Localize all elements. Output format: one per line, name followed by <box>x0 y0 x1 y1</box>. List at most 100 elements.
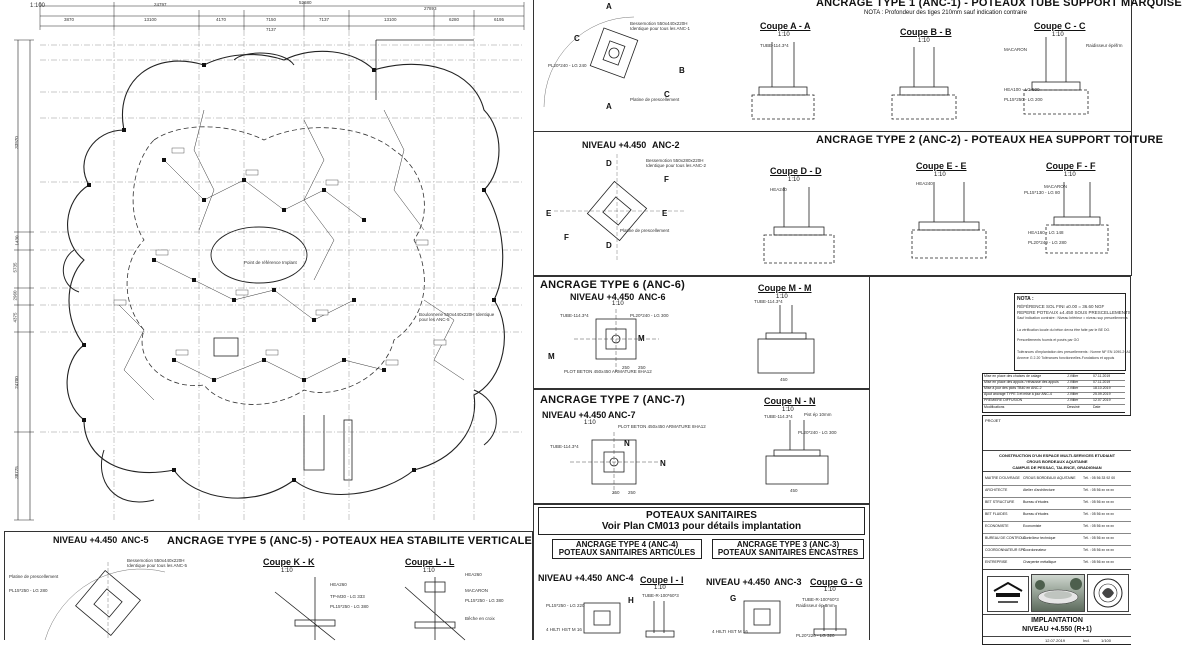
anc1-label-tube-a: TUBE-114.3*4 <box>760 43 789 48</box>
institution-seal <box>1087 574 1129 612</box>
anc2-cut-f-title: Coupe F - F <box>1046 161 1096 171</box>
ref-point-note: Point de référence Implant <box>244 260 297 265</box>
anc3-label-raid: Raidisseur ép 8mm <box>796 603 835 608</box>
anc1-cut-a-title: Coupe A - A <box>760 21 811 31</box>
cartouche-project-ref: PROJET <box>985 418 1001 423</box>
notes-box: NOTA : RÉFÉRENCE SOL FINI ±0.00 = 36.60 … <box>1014 293 1131 371</box>
revision-row: Mise en place des chaises de calage J.Vi… <box>983 374 1125 381</box>
party-role: ENTREPRISE <box>985 560 1008 564</box>
anc7-label-plot: PLOT BETON 450x450 ARMATURE 8HA12 <box>618 424 706 429</box>
anc1-cut-a-scale: 1:10 <box>778 32 790 38</box>
revision-date: 18.10.2019 <box>1093 386 1111 390</box>
anc7-label-tube-b: TUBE-114.3*4 <box>764 414 793 419</box>
anc5-label-8: MACARON <box>465 588 489 593</box>
revision-desc: PREMIERE DIFFUSION <box>984 398 1023 402</box>
svg-text:C: C <box>574 34 580 43</box>
anc2-cut-e-scale: 1:10 <box>934 172 946 178</box>
party-role: MAITRE D'OUVRAGE <box>985 476 1020 480</box>
anc1-label-bess: Bessemotion 550x440x220H Identique pour … <box>630 21 691 31</box>
revision-date: Date <box>1093 405 1101 409</box>
anc2-label-hea-a: HEA240 <box>770 187 787 192</box>
party-row: MAITRE D'OUVRAGE CROUS BORDEAUX AQUITAIN… <box>983 473 1131 486</box>
sub-dim: 7137 <box>266 27 277 32</box>
anc6-title: ANCRAGE TYPE 6 (ANC-6) <box>540 279 685 291</box>
notes-line-1: RÉFÉRENCE SOL FINI ±0.00 = 36.60 NGF <box>1017 304 1105 309</box>
party-row: ARCHITECTE Atelier d'architecture Tél. :… <box>983 485 1131 498</box>
anc2-label-pl20: PL20*240 - LG 280 <box>1028 240 1067 245</box>
anc1-title: ANCRAGE TYPE 1 (ANC-1) - POTEAUX TUBE SU… <box>816 0 1182 9</box>
anc2-cut-f-scale: 1:10 <box>1064 172 1076 178</box>
anc5-cut-l-title: Coupe L - L <box>405 557 455 567</box>
svg-text:N: N <box>660 459 666 468</box>
sheet-footer: 12.07.2019 Ind. 1/100 <box>983 636 1131 645</box>
party-role: ARCHITECTE <box>985 488 1008 492</box>
notes-title: NOTA : <box>1017 296 1034 302</box>
anc1-cut-c-scale: 1:10 <box>1052 32 1064 38</box>
row-dim-5: 7137 <box>319 17 330 22</box>
anc4-label-pl: PL15*250 - LG 220 <box>546 603 585 608</box>
sanitaires-subtitle: Voir Plan CM013 pour détails implantatio… <box>601 521 802 532</box>
svg-text:D: D <box>606 241 612 250</box>
svg-text:H: H <box>628 596 634 605</box>
notes-line-6: Tolérances d'implantation des prescellem… <box>1017 350 1131 354</box>
svg-text:F: F <box>564 233 569 242</box>
anc3-header-box: ANCRAGE TYPE 3 (ANC-3) POTEAUX SANITAIRE… <box>712 539 864 559</box>
anc3-code: ANC-3 <box>774 577 802 587</box>
anc6-dim-3: 450 <box>780 377 788 382</box>
anc5-label-9: PL15*250 - LG 380 <box>465 598 504 603</box>
anc3-label-pl: PL20*220 - LG 320 <box>796 633 835 638</box>
svg-text:M: M <box>638 334 645 343</box>
revision-ind: J.Villier <box>1067 380 1079 384</box>
party-role: BET FLUIDES <box>985 512 1008 516</box>
anc3-cut-title: Coupe G - G <box>810 577 863 587</box>
cartouche-project-block: CONSTRUCTION D'UN ESPACE MULTI-SERVICES … <box>983 450 1131 472</box>
party-tel: Tél. : 05 56 xx xx xx <box>1083 548 1114 552</box>
svg-text:A: A <box>606 2 612 11</box>
anc7-cut-title: Coupe N - N <box>764 396 816 406</box>
anc3-label-hilti: 4 HILTI HST M 16 <box>712 629 748 634</box>
sanitaires-title: POTEAUX SANITAIRES <box>646 510 757 521</box>
party-name: Bureau d'études <box>1023 512 1049 516</box>
anc7-cut-scale: 1:10 <box>782 407 794 413</box>
svg-text:E: E <box>662 209 668 218</box>
anc7-title: ANCRAGE TYPE 7 (ANC-7) <box>540 394 685 406</box>
anc7-panel: ANCRAGE TYPE 7 (ANC-7) NIVEAU +4.450 ANC… <box>533 389 870 504</box>
anc5-label-6: PL15*250 - LG 380 <box>330 604 369 609</box>
anc6-code: ANC-6 <box>638 292 666 302</box>
notes-line-4: La vérification locale du béton devra êt… <box>1017 328 1111 332</box>
anc2-label-hea-b: HEA240 <box>916 181 933 186</box>
anc3-subtitle: POTEAUX SANITAIRES ENCASTRES <box>717 548 859 557</box>
party-tel: Tél. : 05 56 xx xx xx <box>1083 500 1114 504</box>
svg-text:D: D <box>606 159 612 168</box>
party-row: ECONOMISTE Economiste Tél. : 05 56 xx xx… <box>983 521 1131 534</box>
anc5-title: ANCRAGE TYPE 5 (ANC-5) - POTEAUX HEA STA… <box>167 535 533 547</box>
party-role: COORDONNATEUR SPS <box>985 548 1026 552</box>
svg-text:E: E <box>546 209 552 218</box>
party-row: BUREAU DE CONTROLE Contrôleur technique … <box>983 533 1131 546</box>
anc5-level: NIVEAU +4.450 <box>53 535 118 545</box>
plan-panel: 1:100 <box>4 0 531 528</box>
anc7-scale: 1:10 <box>584 420 596 426</box>
party-name: Contrôleur technique <box>1023 536 1056 540</box>
anc7-dim-3: 450 <box>790 488 798 493</box>
drawing-sheet: 1:100 <box>4 0 1182 645</box>
revision-desc: Mise en place des appuis / réhausse des … <box>984 380 1059 384</box>
anc1-label-raid: Raidisseur épéfrm <box>1086 43 1123 48</box>
right-lower-panel: NOTA : RÉFÉRENCE SOL FINI ±0.00 = 36.60 … <box>870 276 1131 645</box>
svg-text:B: B <box>679 66 685 75</box>
anc5-cut-k-scale: 1:10 <box>281 568 293 574</box>
cartouche: PROJET CONSTRUCTION D'UN ESPACE MULTI-SE… <box>982 415 1131 645</box>
anc5-label-10: Bêche en croix <box>465 616 495 621</box>
svg-text:M: M <box>548 352 555 361</box>
revision-desc: Mise en place des chaises de calage <box>984 374 1042 378</box>
project-line-3: CAMPUS DE PESSAC, TALENCE, GRADIGNAN <box>1012 465 1102 470</box>
sanitaires-header-box: POTEAUX SANITAIRES Voir Plan CM013 pour … <box>538 507 865 535</box>
plan-scale: 1:100 <box>30 3 46 9</box>
left-dim-4: 2960 <box>12 290 18 301</box>
anc3-title: ANCRAGE TYPE 3 (ANC-3) <box>736 540 840 549</box>
anc2-label-macaron: MACARON <box>1044 184 1068 189</box>
revision-date: 07.11.2019 <box>1093 374 1111 378</box>
plan-drawing <box>14 2 525 521</box>
row-dim-2: 13100 <box>144 17 157 22</box>
svg-text:F: F <box>664 175 669 184</box>
